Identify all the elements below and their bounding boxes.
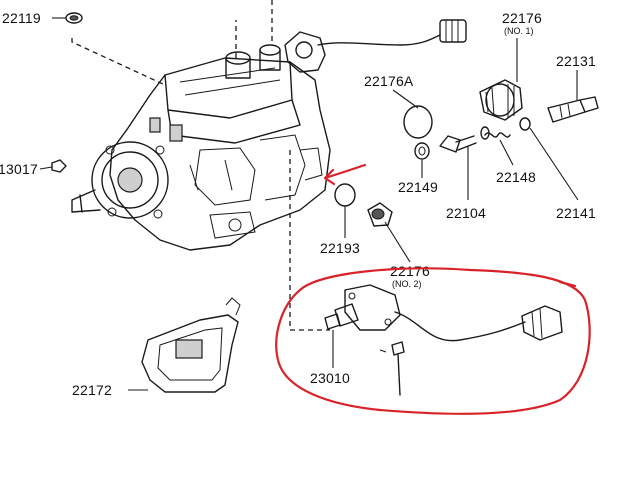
part-22172-gasket [141,297,241,393]
label-22176-no1: 22176 [502,10,542,26]
part-22176-no2-cap [367,202,393,227]
label-22193: 22193 [320,240,360,256]
label-22176-no2: 22176 [390,263,430,279]
injection-pump-body [71,19,467,251]
part-22148-spring [480,117,531,140]
label-13017: 13017 [0,161,38,177]
part-22104-bolt [439,135,477,153]
part-22176-no1-cap [479,79,523,121]
dashed-guide-lines [71,0,330,331]
label-23010: 23010 [310,370,350,386]
part-23010-sensor [324,284,563,396]
part-22131-plug [547,96,599,123]
label-22104: 22104 [446,205,486,221]
label-22176-no1-sub: (NO. 1) [504,26,534,36]
label-22131: 22131 [556,53,596,69]
part-22193-oring [334,183,356,207]
label-22119: 22119 [2,10,41,26]
part-labels: 22119 13017 22176 (NO. 1) 22131 22176A 2… [0,10,596,398]
part-22176A-oring [403,105,433,139]
label-22176A: 22176A [364,73,414,89]
red-annotation [275,163,591,415]
red-circle-highlight [275,267,591,415]
red-arrow [323,163,367,186]
leader-lines [39,17,579,391]
label-22172: 22172 [72,382,112,398]
label-22141: 22141 [556,205,596,221]
label-22149: 22149 [398,179,438,195]
label-22148: 22148 [496,169,536,185]
part-13017-key [51,159,67,173]
part-22119-washer [65,12,83,24]
part-22149-seal [414,142,430,160]
label-22176-no2-sub: (NO. 2) [392,279,422,289]
